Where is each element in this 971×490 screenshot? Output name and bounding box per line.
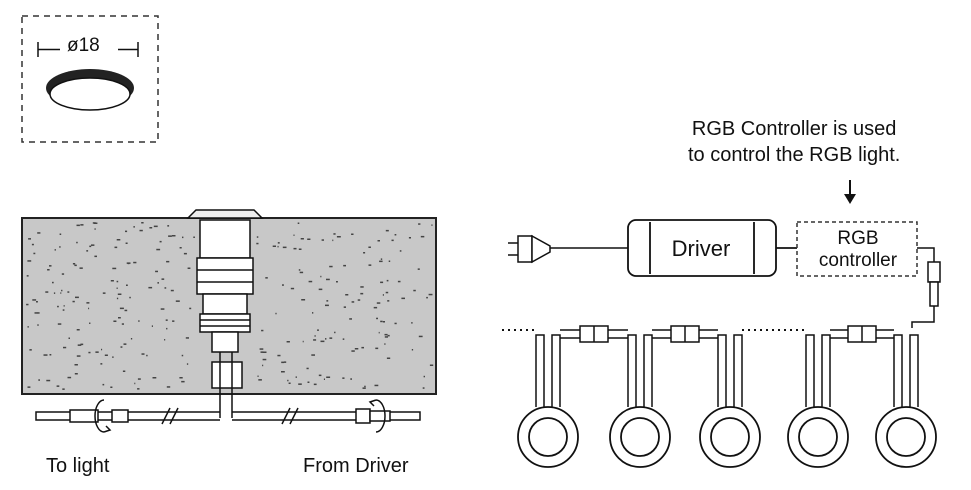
rgb-controller-label-line-1: RGB [837,228,879,249]
light-inner-ring [620,417,660,457]
light-inner-ring [886,417,926,457]
controller-note-line-1: RGB Controller is used [691,118,897,140]
light-chain [502,325,937,468]
rgb-controller-box [796,221,941,328]
light-outer-ring [875,406,937,468]
driver-label: Driver [671,236,731,261]
light-inner-ring [710,417,750,457]
light-outer-ring [609,406,671,468]
light-outer-ring [787,406,849,468]
to-light-label: To light [46,455,110,477]
rgb-controller-label: RGB controller [799,228,917,272]
light-inner-ring [798,417,838,457]
driver-box [627,219,798,277]
from-driver-label: From Driver [303,455,409,477]
fixture-cables [35,399,421,433]
controller-note-line-2: to control the RGB light. [688,144,901,166]
diameter-label: ø18 [67,35,100,56]
recessed-fixture [186,209,264,418]
rgb-controller-label-line-2: controller [818,250,898,271]
light-inner-ring [528,417,568,457]
light-outer-ring [517,406,579,468]
note-arrow [844,180,856,204]
power-plug [508,234,628,264]
controller-note: RGB Controller is used to control the RG… [688,116,900,168]
fixture-top-view [21,15,159,143]
light-outer-ring [699,406,761,468]
